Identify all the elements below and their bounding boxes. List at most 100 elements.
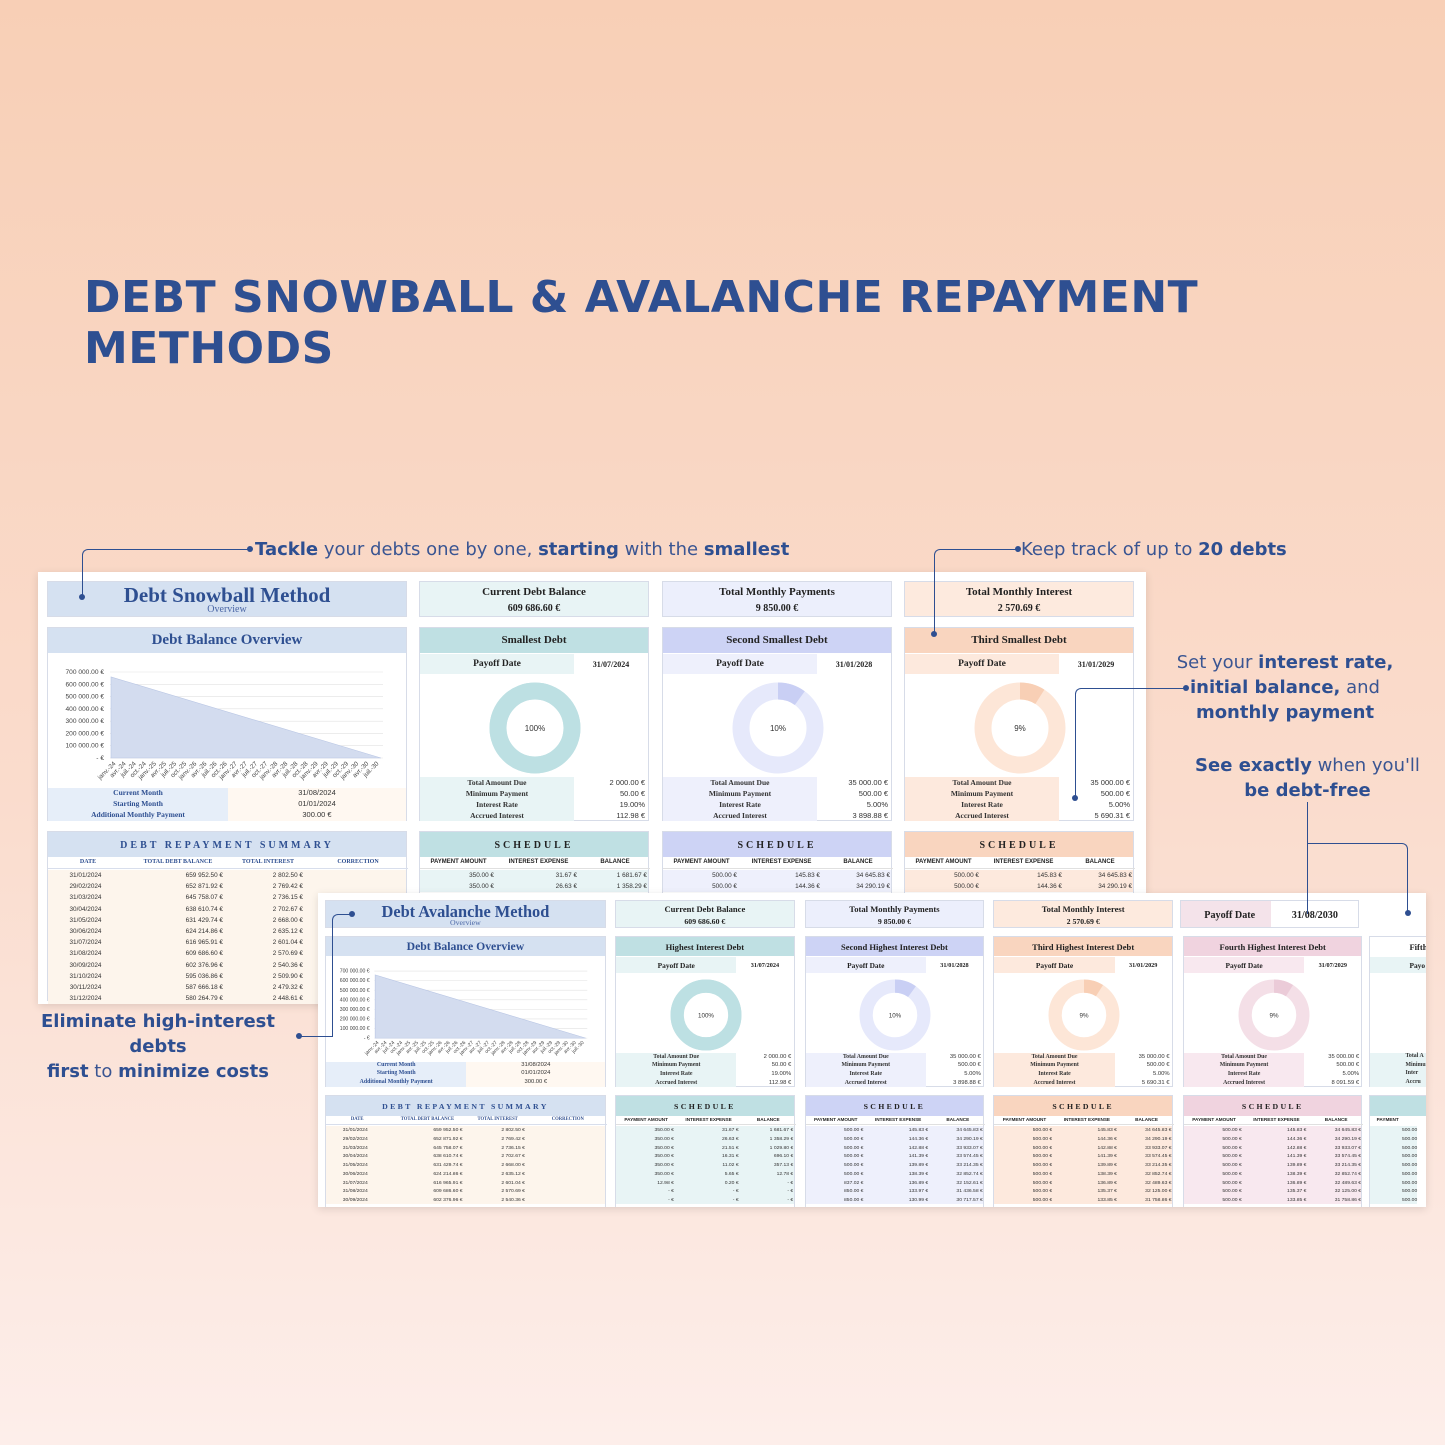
detail-value: 5.00% [1108,800,1130,809]
info-label: Current Month [326,1061,467,1071]
summary-col-header: CORRECTION [308,859,408,869]
table-cell: 30/06/2024 [69,928,102,935]
detail-label: Inter [1370,1070,1426,1079]
y-tick-label: 600 000.00 € [340,978,370,984]
table-cell: 30/09/2024 [69,961,102,969]
connector-dot [79,594,85,600]
table-row: 350.00 €31.67 €1 681.67 € [616,1125,794,1135]
table-cell: 34 645.83 € [1098,872,1132,879]
table-row: 500.00 €145.83 €34 645.83 € [663,870,891,882]
y-tick-label: 100 000.00 € [340,1026,370,1032]
table-row: 500.00 €133.85 €31 758.86 € [1184,1195,1362,1205]
table-cell: 135.37 € [1097,1188,1117,1195]
table-cell: 500.00 € [1222,1197,1242,1204]
table-row: 12.98 €0.20 €- € [616,1178,794,1187]
debt-card-title: Third Highest Interest Debt [994,936,1172,957]
y-tick-label: - € [96,755,104,762]
table-cell: 5.65 € [724,1170,739,1177]
table-cell: 142.88 € [1287,1144,1307,1151]
schedule-col-header: BALANCE [1308,1117,1364,1125]
debt-detail-row: Total Amount Due 35 000.00 € [805,1053,983,1062]
payoff-label: Payoff Date [805,957,926,973]
table-cell: 145.83 € [1287,1127,1307,1134]
table-cell: 138.39 € [1287,1170,1307,1177]
table-cell: 2 736.15 € [272,894,303,902]
table-cell: 659 952.50 € [185,872,223,879]
table-cell: 21.51 € [721,1144,739,1151]
detail-label: Minimum Payment [663,788,817,799]
table-cell: 33 574.45 € [1334,1153,1362,1160]
donut-percent: 9% [1080,1012,1089,1019]
detail-value: 50.00 € [619,789,645,798]
schedule-col-header: PAYMENT AMOUNT [1184,1117,1245,1125]
table-cell: 500.00 € [844,1127,864,1134]
connector-elim [332,914,352,1036]
table-cell: 136.89 € [908,1179,929,1186]
schedule-col-header: PAYMENT AMOUNT [663,859,740,869]
table-cell: 587 666.18 € [185,984,223,991]
table-cell: 34 645.83 € [1145,1127,1172,1134]
schedule-col-header: INTEREST EXPENSE [676,1117,741,1125]
detail-value: 35 000.00 € [949,1053,981,1060]
table-cell: 350.00 € [654,1170,674,1177]
debt-card-title: Third Smallest Debt [905,628,1133,653]
table-cell: 500.00 € [1222,1153,1242,1160]
y-tick-label: 200 000.00 € [340,1017,370,1023]
detail-label: Total Amount Due [805,1053,926,1062]
detail-label: Minimum Payment [805,1061,926,1071]
payoff-date: 31/07/2024 [750,961,780,969]
table-cell: 2 802.50 € [501,1127,525,1134]
table-cell: 500.00 [1370,1195,1418,1205]
table-row: 500.00 €144.36 €34 290.19 € [994,1134,1172,1144]
table-cell: 34 290.19 € [1098,883,1132,891]
table-cell: 2 702.67 € [501,1153,525,1160]
table-cell: 500.00 € [1032,1135,1053,1142]
table-cell: 2 668.00 € [272,916,303,924]
payoff-date: 31/01/2028 [835,660,873,669]
kpi-label: Total Monthly Payments [849,904,940,915]
schedule-col-header: INTEREST EXPENSE [982,859,1065,869]
y-tick-label: 500 000.00 € [340,988,370,994]
y-tick-label: 500 000.00 € [65,694,104,701]
table-row: 500.00 €144.36 €34 290.19 € [905,881,1133,893]
schedule-col-header: PAYMENT AMOUNT [905,859,982,869]
table-row: 500.00 €136.89 €32 489.63 € [1184,1178,1362,1187]
table-cell: 2 635.12 € [272,928,303,935]
detail-value: 500.00 € [1146,1062,1170,1069]
table-cell: 500.00 [1370,1134,1418,1144]
table-cell: - € [668,1197,674,1204]
table-cell: 144.36 € [1287,1135,1307,1142]
connector-dot [1405,910,1411,916]
table-cell: 500.00 [1370,1125,1418,1135]
kpi-value: 9 850.00 € [877,917,911,927]
balance-chart: 700 000.00 €600 000.00 €500 000.00 €400 … [65,669,383,782]
table-row: 500.00 €141.39 €33 574.45 € [805,1151,984,1161]
table-cell: 350.00 € [654,1144,674,1151]
table-cell: 500.00 € [1222,1170,1242,1177]
table-cell: 16.31 € [721,1153,739,1160]
detail-label: Accru [1370,1078,1426,1088]
table-cell: 139.89 € [908,1162,929,1169]
overall-payoff-value: 31/08/2030 [1271,901,1359,928]
schedule-col-header: BALANCE [1119,1117,1174,1125]
detail-label: Interest Rate [805,1070,926,1079]
table-cell: 133.85 € [1097,1197,1117,1204]
table-cell: 142.88 € [908,1144,929,1151]
